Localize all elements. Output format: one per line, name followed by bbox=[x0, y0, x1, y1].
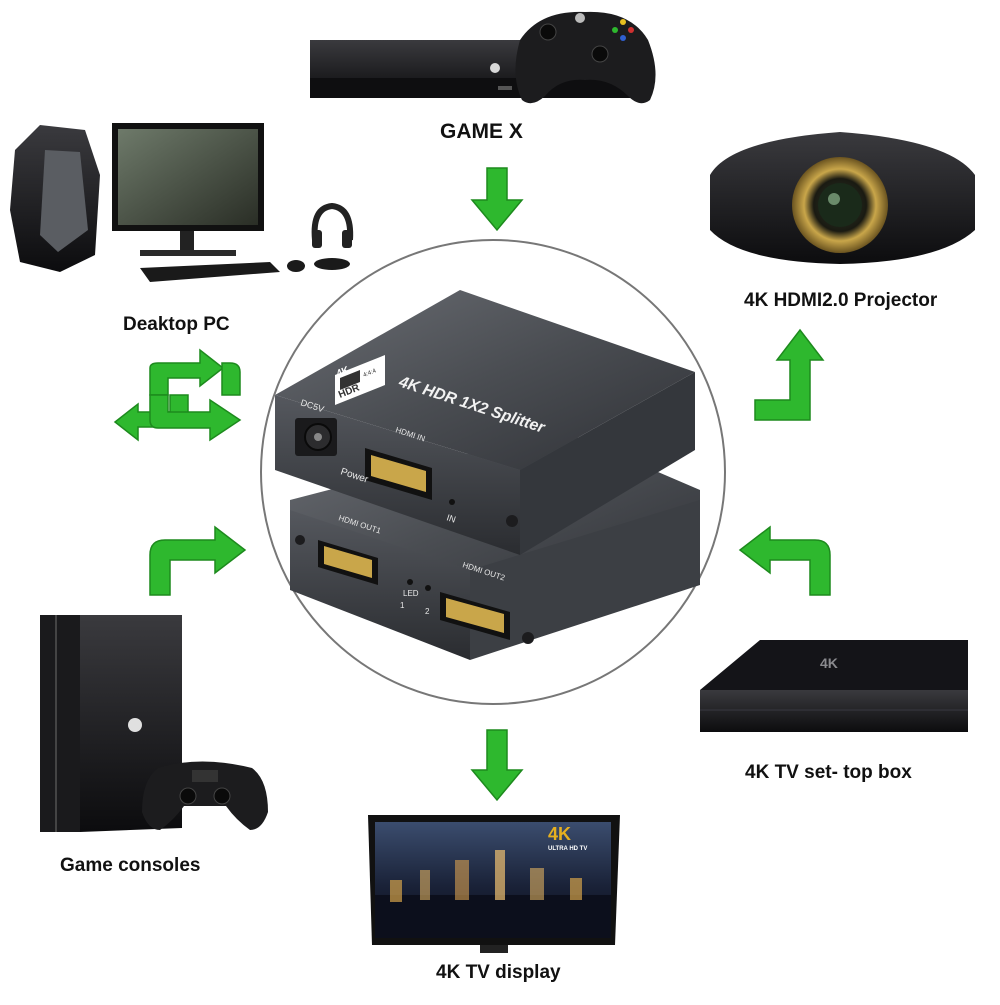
xbox-controller bbox=[515, 11, 656, 104]
hdmi-splitter: 4K HDR 1X2 Splitter 4K 4:4:4 HDR DC5V Po… bbox=[275, 290, 700, 660]
4k-hdr-badge bbox=[335, 355, 385, 405]
splitter-badge-4k: 4K bbox=[335, 365, 352, 380]
splitter-led1-label: 1 bbox=[400, 601, 405, 610]
pc-keyboard bbox=[140, 262, 280, 282]
arrow-loop-top bbox=[149, 348, 225, 396]
projector bbox=[710, 132, 975, 264]
xbox-logo-icon bbox=[490, 63, 500, 73]
arrow-down-from-game-x bbox=[470, 167, 524, 232]
label-game-consoles: Game consoles bbox=[60, 855, 201, 876]
in-led-indicator bbox=[449, 499, 455, 505]
label-desktop-pc: Deaktop PC bbox=[123, 314, 230, 335]
desktop-pc bbox=[10, 123, 354, 282]
arrow-down-to-tv bbox=[470, 729, 524, 802]
led-1-indicator bbox=[407, 579, 413, 585]
pc-mouse bbox=[287, 260, 305, 272]
set-top-box: 4K bbox=[700, 640, 968, 732]
arrow-up-to-projector bbox=[754, 328, 825, 421]
arrow-loop-side bbox=[221, 362, 241, 396]
splitter-led2-label: 2 bbox=[425, 607, 430, 616]
set-top-box-4k-badge: 4K bbox=[820, 655, 838, 671]
tv-4k-badge: 4K bbox=[548, 824, 571, 844]
playstation-logo-icon bbox=[128, 718, 142, 732]
arrow-from-game-consoles bbox=[149, 525, 247, 596]
led-2-indicator bbox=[425, 585, 431, 591]
ps4-controller bbox=[142, 761, 268, 830]
splitter-badge-444: 4:4:4 bbox=[363, 368, 378, 379]
label-tv-set-top-box: 4K TV set- top box bbox=[745, 762, 912, 783]
arrows bbox=[113, 167, 831, 802]
label-tv-display: 4K TV display bbox=[436, 962, 561, 983]
splitter-upper-unit bbox=[275, 290, 695, 555]
arrow-loop-bottom-right bbox=[149, 394, 242, 442]
headphones bbox=[311, 202, 354, 241]
splitter-in-label: IN bbox=[445, 512, 457, 524]
tv-ultra-hd-subtitle: ULTRA HD TV bbox=[548, 846, 587, 852]
label-projector: 4K HDMI2.0 Projector bbox=[744, 290, 938, 311]
tv-display: 4K ULTRA HD TV bbox=[368, 815, 620, 953]
label-game-x: GAME X bbox=[440, 120, 523, 143]
splitter-led-label: LED bbox=[403, 589, 419, 598]
arrow-from-set-top-box bbox=[738, 525, 831, 596]
